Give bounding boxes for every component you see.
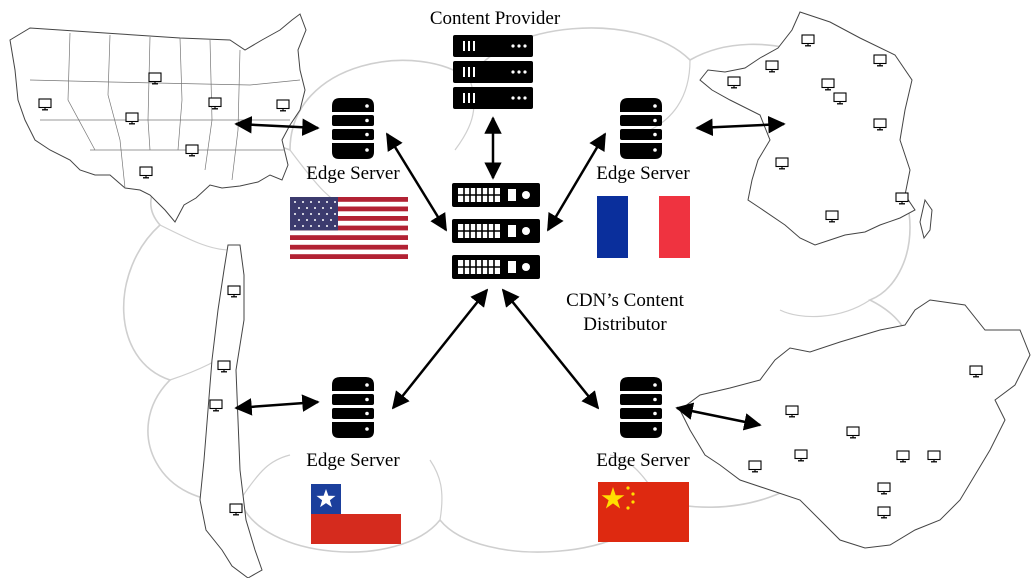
content-provider-server-icon	[453, 35, 533, 109]
distributor-label-line1: CDN’s Content	[566, 290, 684, 311]
connection-arrows	[234, 115, 786, 431]
content-provider-label: Content Provider	[429, 8, 561, 29]
chile-map	[199, 244, 263, 578]
china-map	[679, 299, 1031, 549]
france-map	[699, 11, 933, 246]
edge-server-usa-icon	[332, 98, 374, 159]
chile-flag-icon	[311, 484, 401, 544]
china-flag-icon	[598, 482, 689, 542]
edge-server-chile-label: Edge Server	[306, 450, 400, 471]
content-distributor-rack-icon	[451, 182, 541, 280]
edge-server-china-icon	[620, 377, 662, 438]
usa-map	[9, 13, 307, 223]
us-flag-icon	[290, 197, 408, 259]
distributor-label-line2: Distributor	[583, 314, 667, 335]
edge-server-usa-label: Edge Server	[306, 163, 400, 184]
edge-server-france-label: Edge Server	[596, 163, 690, 184]
edge-server-china-label: Edge Server	[596, 450, 690, 471]
edge-server-chile-icon	[332, 377, 374, 438]
edge-server-france-icon	[620, 98, 662, 159]
france-flag-icon	[597, 196, 690, 258]
